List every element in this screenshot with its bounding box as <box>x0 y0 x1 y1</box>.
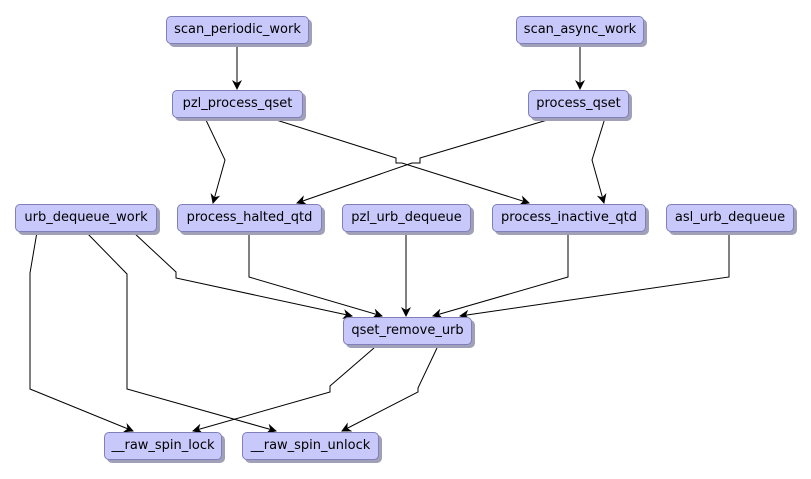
node-scan-periodic-work[interactable]: scan_periodic_work <box>166 16 309 44</box>
node-raw-spin-unlock[interactable]: __raw_spin_unlock <box>242 432 379 460</box>
edge-asl-urb-dequeue-to-qset-remove-urb <box>459 232 730 320</box>
edge-process-inactive-qtd-to-qset-remove-urb <box>432 232 569 319</box>
edge-pzl-process-qset-to-process-inactive-qtd <box>269 117 530 206</box>
node-pzl-urb-dequeue[interactable]: pzl_urb_dequeue <box>342 204 471 232</box>
node-raw-spin-lock[interactable]: __raw_spin_lock <box>104 432 222 460</box>
node-process-halted-qtd[interactable]: process_halted_qtd <box>177 204 322 232</box>
edge-urb-dequeue-work-to-raw-spin-lock <box>29 231 134 433</box>
node-asl-urb-dequeue[interactable]: asl_urb_dequeue <box>666 204 794 232</box>
node-urb-dequeue-work[interactable]: urb_dequeue_work <box>15 204 157 232</box>
edge-process-halted-qtd-to-qset-remove-urb <box>248 232 383 319</box>
edge-qset-remove-urb-to-raw-spin-unlock <box>341 347 438 432</box>
edge-pzl-process-qset-to-process-halted-qtd <box>204 117 226 204</box>
edge-urb-dequeue-work-to-qset-remove-urb <box>132 231 353 319</box>
node-process-qset[interactable]: process_qset <box>528 90 629 118</box>
edge-qset-remove-urb-to-raw-spin-lock <box>192 347 375 434</box>
node-qset-remove-urb[interactable]: qset_remove_urb <box>343 317 472 345</box>
edge-urb-dequeue-work-to-raw-spin-unlock <box>85 231 277 434</box>
node-process-inactive-qtd[interactable]: process_inactive_qtd <box>492 204 646 232</box>
edge-process-qset-to-process-inactive-qtd <box>591 117 607 204</box>
node-pzl-process-qset[interactable]: pzl_process_qset <box>172 90 303 118</box>
edge-process-qset-to-process-halted-qtd <box>296 117 555 205</box>
node-scan-async-work[interactable]: scan_async_work <box>516 16 644 44</box>
